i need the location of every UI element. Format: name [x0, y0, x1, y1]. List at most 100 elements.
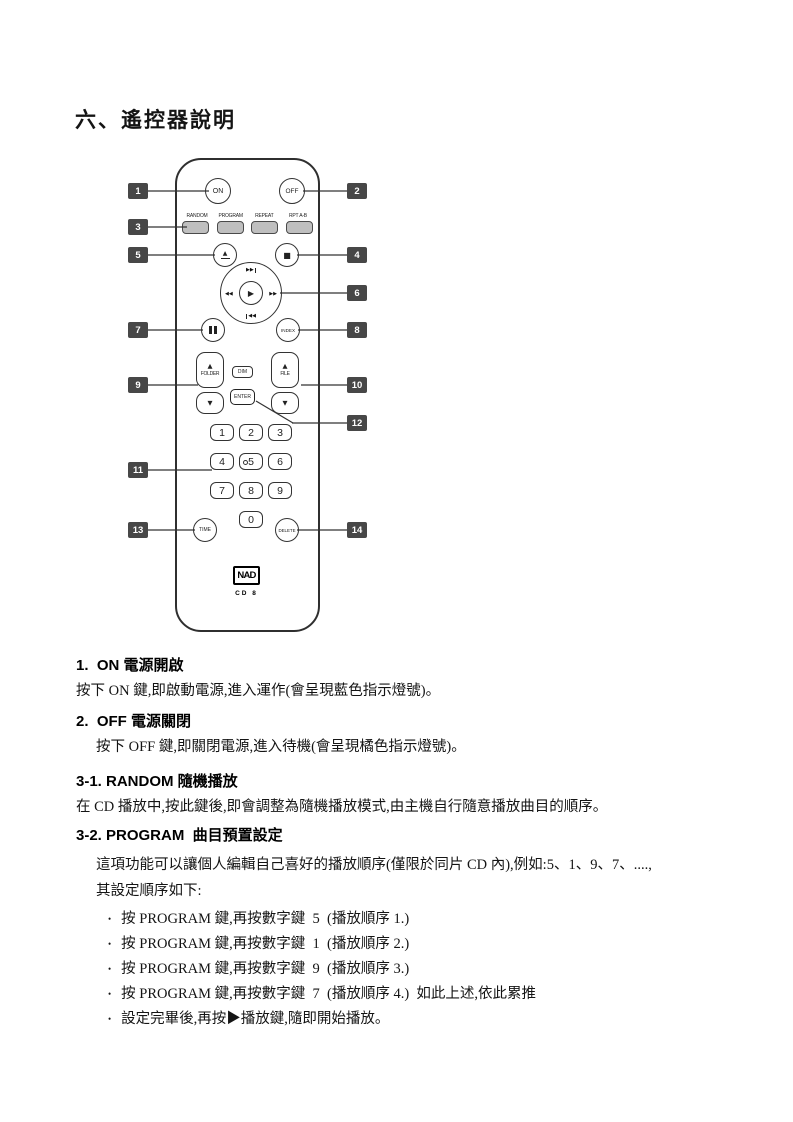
- key-5: 5: [239, 453, 263, 470]
- key-6: 6: [268, 453, 292, 470]
- index-button: INDEX: [276, 318, 300, 342]
- key-label: 5: [248, 455, 254, 468]
- stop-button: ■: [275, 243, 299, 267]
- bullet-text: 設定完畢後,再按▶播放鍵,隨即開始播放。: [121, 1011, 390, 1027]
- key-7: 7: [210, 482, 234, 499]
- key-0: 0: [239, 511, 263, 528]
- rpt-ab-label: RPT A-B: [288, 213, 307, 219]
- key-label: 0: [248, 513, 254, 526]
- skip-back-icon-bar: [246, 313, 248, 319]
- fast-forward-icon: ▶▶: [269, 291, 277, 297]
- bullet-text: 按 PROGRAM 鍵,再按數字鍵 1 (播放順序 2.): [121, 936, 410, 952]
- section-1-body: 按下 ON 鍵,即啟動電源,進入運作(會呈現藍色指示燈號)。: [76, 683, 441, 699]
- bullet-text: 按 PROGRAM 鍵,再按數字鍵 9 (播放順序 3.): [121, 961, 410, 977]
- repeat-button: [251, 221, 279, 234]
- remote-control-diagram: ON OFF RANDOM PROGRAM REPEAT RPT A-B ▲ ■: [125, 152, 370, 647]
- section-3-1-body: 在 CD 播放中,按此鍵後,即會調整為隨機播放模式,由主機自行隨意播放曲目的順序…: [76, 799, 608, 815]
- list-item: • 按 PROGRAM 鍵,再按數字鍵 5 (播放順序 1.): [76, 907, 724, 932]
- section-1-heading: 1. ON 電源開啟: [76, 657, 184, 674]
- play-button: ▶: [239, 281, 263, 305]
- eject-icon-bar: [220, 257, 230, 260]
- key-4: 4: [210, 453, 234, 470]
- dim-label: DIM: [237, 369, 248, 375]
- mode-buttons: [182, 221, 313, 234]
- index-label: INDEX: [280, 327, 296, 333]
- eject-icon: ▲: [222, 249, 228, 257]
- callout-12: 12: [347, 415, 367, 431]
- nav-cluster: ▶▶ ◀◀ ◀◀ ▶▶ ▶: [220, 262, 282, 324]
- section-2-body: 按下 OFF 鍵,即關閉電源,進入待機(會呈現橘色指示燈號)。: [96, 739, 466, 755]
- skip-forward-icon-bar: [254, 267, 256, 273]
- folder-label: FOLDER: [200, 371, 220, 377]
- enter-label: ENTER: [234, 394, 251, 400]
- section-3-1-heading: 3-1. RANDOM 隨機播放: [76, 773, 238, 790]
- up-arrow-icon: ▲: [282, 362, 288, 370]
- program-button: [216, 221, 244, 234]
- file-up-button: ▲ FILE: [271, 352, 299, 388]
- up-arrow-icon: ▲: [207, 362, 213, 370]
- callout-5: 5: [128, 247, 148, 263]
- down-arrow-icon: ▼: [282, 398, 288, 407]
- section-2-heading: 2. OFF 電源關閉: [76, 713, 192, 730]
- down-arrow-icon: ▼: [207, 398, 213, 407]
- callout-3: 3: [128, 219, 148, 235]
- key-label: 7: [219, 484, 225, 497]
- key-label: 4: [219, 455, 225, 468]
- random-label: RANDOM: [186, 213, 208, 219]
- time-label: TIME: [199, 527, 211, 533]
- delete-label: DELETE: [278, 527, 296, 533]
- key-2: 2: [239, 424, 263, 441]
- callout-11: 11: [128, 462, 148, 478]
- callout-10: 10: [347, 377, 367, 393]
- tactile-dot-icon: [243, 460, 248, 465]
- callout-13: 13: [128, 522, 148, 538]
- dim-button: DIM: [232, 366, 253, 378]
- program-label: PROGRAM: [218, 213, 243, 219]
- skip-back-icon: ◀◀: [248, 313, 256, 319]
- callout-4: 4: [347, 247, 367, 263]
- callout-1: 1: [128, 183, 148, 199]
- bullet-text: 按 PROGRAM 鍵,再按數字鍵 5 (播放順序 1.): [121, 911, 410, 927]
- list-item: • 按 PROGRAM 鍵,再按數字鍵 1 (播放順序 2.): [76, 932, 724, 957]
- bullet-text: 按 PROGRAM 鍵,再按數字鍵 7 (播放順序 4.) 如此上述,依此累推: [121, 986, 537, 1002]
- rpt-ab-button: [285, 221, 313, 234]
- key-label: 1: [219, 426, 225, 439]
- list-item: • 按 PROGRAM 鍵,再按數字鍵 9 (播放順序 3.): [76, 957, 724, 982]
- bullet-icon: •: [108, 1014, 112, 1024]
- callout-14: 14: [347, 522, 367, 538]
- callout-2: 2: [347, 183, 367, 199]
- key-label: 9: [277, 484, 283, 497]
- bullet-icon: •: [108, 914, 112, 924]
- key-9: 9: [268, 482, 292, 499]
- list-item: • 設定完畢後,再按▶播放鍵,隨即開始播放。: [76, 1007, 724, 1032]
- repeat-label: REPEAT: [255, 213, 274, 219]
- instructions: 1. ON 電源開啟 按下 ON 鍵,即啟動電源,進入運作(會呈現藍色指示燈號)…: [76, 658, 724, 1032]
- brand-label: NAD: [237, 570, 256, 581]
- folder-down-button: ▼: [196, 392, 224, 414]
- on-button: ON: [205, 178, 231, 204]
- key-label: 8: [248, 484, 254, 497]
- pause-button: [201, 318, 225, 342]
- page-title: 六、遙控器說明: [75, 108, 236, 132]
- on-label: ON: [212, 187, 224, 195]
- skip-forward-button: ▶▶: [221, 267, 281, 273]
- off-label: OFF: [285, 187, 299, 195]
- key-1: 1: [210, 424, 234, 441]
- callout-6: 6: [347, 285, 367, 301]
- off-button: OFF: [279, 178, 305, 204]
- bullet-icon: •: [108, 989, 112, 999]
- key-label: 2: [248, 426, 254, 439]
- nad-logo: NAD: [233, 566, 260, 585]
- skip-back-button: ◀◀: [221, 313, 281, 319]
- stop-icon: ■: [283, 250, 291, 260]
- list-item: • 按 PROGRAM 鍵,再按數字鍵 7 (播放順序 4.) 如此上述,依此累…: [76, 982, 724, 1007]
- section-3-2-body-line1: 這項功能可以讓個人編輯自己喜好的播放順序(僅限於同片 CD 內),例如:5、1、…: [96, 857, 652, 873]
- key-8: 8: [239, 482, 263, 499]
- pause-icon: [209, 326, 217, 334]
- callout-7: 7: [128, 322, 148, 338]
- rewind-icon: ◀◀: [225, 291, 233, 297]
- bullet-icon: •: [108, 964, 112, 974]
- file-label: FILE: [280, 371, 290, 377]
- time-button: TIME: [193, 518, 217, 542]
